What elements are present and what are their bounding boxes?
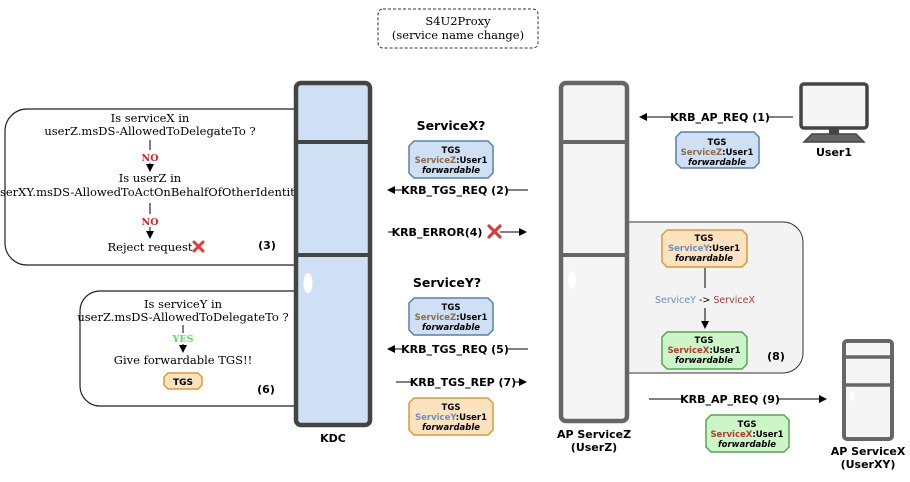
ticket-p8a-title: TGS — [695, 234, 714, 244]
x-mark-icon — [192, 240, 205, 253]
ticket-p8b-title: TGS — [695, 336, 714, 346]
serviceZ-label-line1: AP ServiceZ — [557, 428, 631, 441]
ticket-p8a-principal: ServiceY:User1 — [668, 244, 740, 254]
panel6-ticket-title: TGS — [173, 378, 193, 388]
serviceY-question: ServiceY? — [413, 275, 481, 290]
panel3-q1-line1: Is serviceX in — [111, 111, 190, 125]
ticket-req2-principal: ServiceZ:User1 — [415, 156, 488, 166]
ticket-user-principal: ServiceZ:User1 — [681, 148, 754, 158]
ticket-req2-title: TGS — [442, 146, 461, 156]
panel3-q2-line1: Is userZ in — [119, 171, 182, 185]
panel3-q2-line2: userXY.msDS-AllowedToActOnBehalfOfOtherI… — [0, 185, 307, 199]
ticket-ap9-title: TGS — [738, 420, 757, 430]
kdc-label: KDC — [320, 432, 346, 445]
panel6-yes: YES — [172, 334, 194, 345]
msg-krb-ap-req-1: KRB_AP_REQ (1) — [639, 111, 793, 124]
panel3-result: Reject request — [108, 240, 193, 254]
serviceX-label-line2: (UserXY) — [841, 458, 896, 471]
kdc-server: KDC — [293, 80, 373, 445]
serviceX-label-line1: AP ServiceX — [831, 445, 906, 458]
panel6-ticket: TGS — [163, 372, 203, 390]
ticket-p8a: TGS ServiceY:User1 forwardable — [661, 229, 748, 268]
panel6-q1-line1: Is serviceY in — [144, 297, 223, 311]
ticket-p8b-principal: ServiceX:User1 — [667, 346, 740, 356]
label-krb-error-4: KRB_ERROR(4) — [392, 226, 483, 239]
ticket-req5: TGS ServiceZ:User1 forwardable — [408, 297, 494, 336]
panel3-no1: NO — [142, 153, 159, 164]
panel3-no2: NO — [142, 217, 159, 228]
ap-serviceX-server: AP ServiceX (UserXY) — [831, 339, 906, 471]
ticket-rep7-principal: ServiceY:User1 — [415, 413, 487, 423]
ticket-user-flag: forwardable — [688, 158, 746, 168]
ticket-ap9-flag: forwardable — [718, 440, 776, 450]
ticket-req5-title: TGS — [442, 303, 461, 313]
label-krb-ap-req-1: KRB_AP_REQ (1) — [670, 111, 770, 124]
ticket-p8a-flag: forwardable — [675, 254, 733, 264]
msg-krb-tgs-rep-7: KRB_TGS_REP (7) — [396, 376, 527, 389]
ticket-p8b: TGS ServiceX:User1 forwardable — [661, 331, 748, 370]
ticket-req5-principal: ServiceZ:User1 — [415, 313, 488, 323]
panel3-step: (3) — [258, 239, 276, 252]
panel6-step: (6) — [257, 383, 275, 396]
serviceX-question: ServiceX? — [417, 118, 486, 133]
ap-serviceZ-server: AP ServiceZ (UserZ) — [557, 80, 631, 454]
msg-krb-tgs-req-2: KRB_TGS_REQ (2) — [387, 184, 528, 197]
title-box: S4U2Proxy (service name change) — [377, 8, 539, 49]
ticket-p8b-flag: forwardable — [675, 356, 733, 366]
computer-icon: User1 — [799, 82, 869, 159]
ticket-user: TGS ServiceZ:User1 forwardable — [675, 131, 760, 169]
panel6-q1-line2: userZ.msDS-AllowedToDelegateTo ? — [77, 310, 288, 324]
title-line2: (service name change) — [392, 28, 524, 42]
label-krb-tgs-req-5: KRB_TGS_REQ (5) — [401, 343, 509, 356]
label-krb-tgs-req-2: KRB_TGS_REQ (2) — [401, 184, 509, 197]
msg-krb-tgs-req-5: KRB_TGS_REQ (5) — [387, 343, 528, 356]
ticket-rep7: TGS ServiceY:User1 forwardable — [408, 397, 494, 436]
panel3-q1-line2: userZ.msDS-AllowedToDelegateTo ? — [44, 124, 255, 138]
serviceZ-label-line2: (UserZ) — [571, 441, 617, 454]
user-label: User1 — [816, 146, 852, 159]
ticket-user-title: TGS — [708, 138, 727, 148]
ticket-req2: TGS ServiceZ:User1 forwardable — [408, 140, 494, 179]
panel6-result: Give forwardable TGS!! — [114, 353, 252, 367]
label-krb-ap-req-9: KRB_AP_REQ (9) — [680, 393, 780, 406]
ticket-rep7-title: TGS — [442, 403, 461, 413]
ticket-req5-flag: forwardable — [422, 323, 480, 333]
ticket-req2-flag: forwardable — [422, 166, 480, 176]
title-line1: S4U2Proxy — [425, 14, 491, 28]
ticket-rep7-flag: forwardable — [422, 423, 480, 433]
msg-krb-error-4: KRB_ERROR(4) — [388, 224, 527, 239]
x-mark-icon — [487, 224, 502, 239]
panel-3-checks: Is serviceX in userZ.msDS-AllowedToDeleg… — [0, 108, 336, 266]
panel-8-content: TGS ServiceY:User1 forwardable ServiceY … — [655, 229, 785, 370]
rename-label: ServiceY -> ServiceX — [655, 295, 755, 306]
ticket-ap9: TGS ServiceX:User1 forwardable — [705, 414, 790, 453]
ticket-ap9-principal: ServiceX:User1 — [710, 430, 783, 440]
msg-krb-ap-req-9: KRB_AP_REQ (9) — [649, 393, 827, 406]
panel8-step: (8) — [767, 350, 785, 363]
label-krb-tgs-rep-7: KRB_TGS_REP (7) — [410, 376, 516, 389]
